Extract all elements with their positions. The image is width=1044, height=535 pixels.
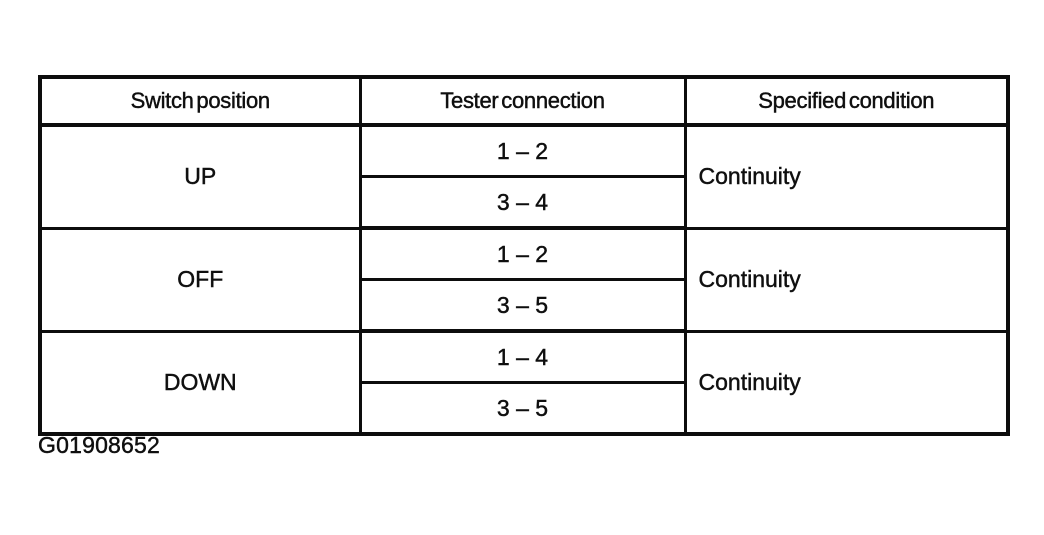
table-row: 3 – 5	[40, 278, 1008, 333]
cell-tester-connection: 1 – 2	[358, 226, 687, 281]
cell-specified-condition: Continuity	[683, 329, 1010, 436]
cell-specified-condition: Continuity	[683, 123, 1010, 230]
cell-tester-connection: 3 – 5	[358, 381, 687, 436]
table-row: 3 – 4	[40, 175, 1008, 230]
table-row: DOWN 1 – 4 Continuity	[38, 329, 1010, 436]
cell-specified-condition: Continuity	[683, 226, 1010, 333]
cell-switch-position-up: UP	[38, 123, 362, 230]
cell-tester-connection: 1 – 4	[358, 329, 687, 384]
header-specified-condition: Specified condition	[683, 75, 1010, 127]
cell-switch-position-down: DOWN	[38, 329, 362, 436]
table-row: OFF 1 – 2 Continuity	[38, 226, 1010, 333]
cell-tester-connection: 3 – 5	[358, 278, 687, 333]
cell-tester-connection: 3 – 4	[358, 175, 687, 230]
figure-id-label: G01908652	[38, 432, 161, 458]
table-header-row: Switch position Tester connection Specif…	[38, 75, 1010, 127]
continuity-spec-table: Switch position Tester connection Specif…	[38, 75, 1010, 436]
table-row: UP 1 – 2 Continuity	[38, 123, 1010, 230]
header-switch-position: Switch position	[38, 75, 362, 127]
cell-tester-connection: 1 – 2	[358, 123, 687, 178]
cell-switch-position-off: OFF	[38, 226, 362, 333]
header-tester-connection: Tester connection	[358, 75, 687, 127]
table-row: 3 – 5	[40, 381, 1008, 436]
